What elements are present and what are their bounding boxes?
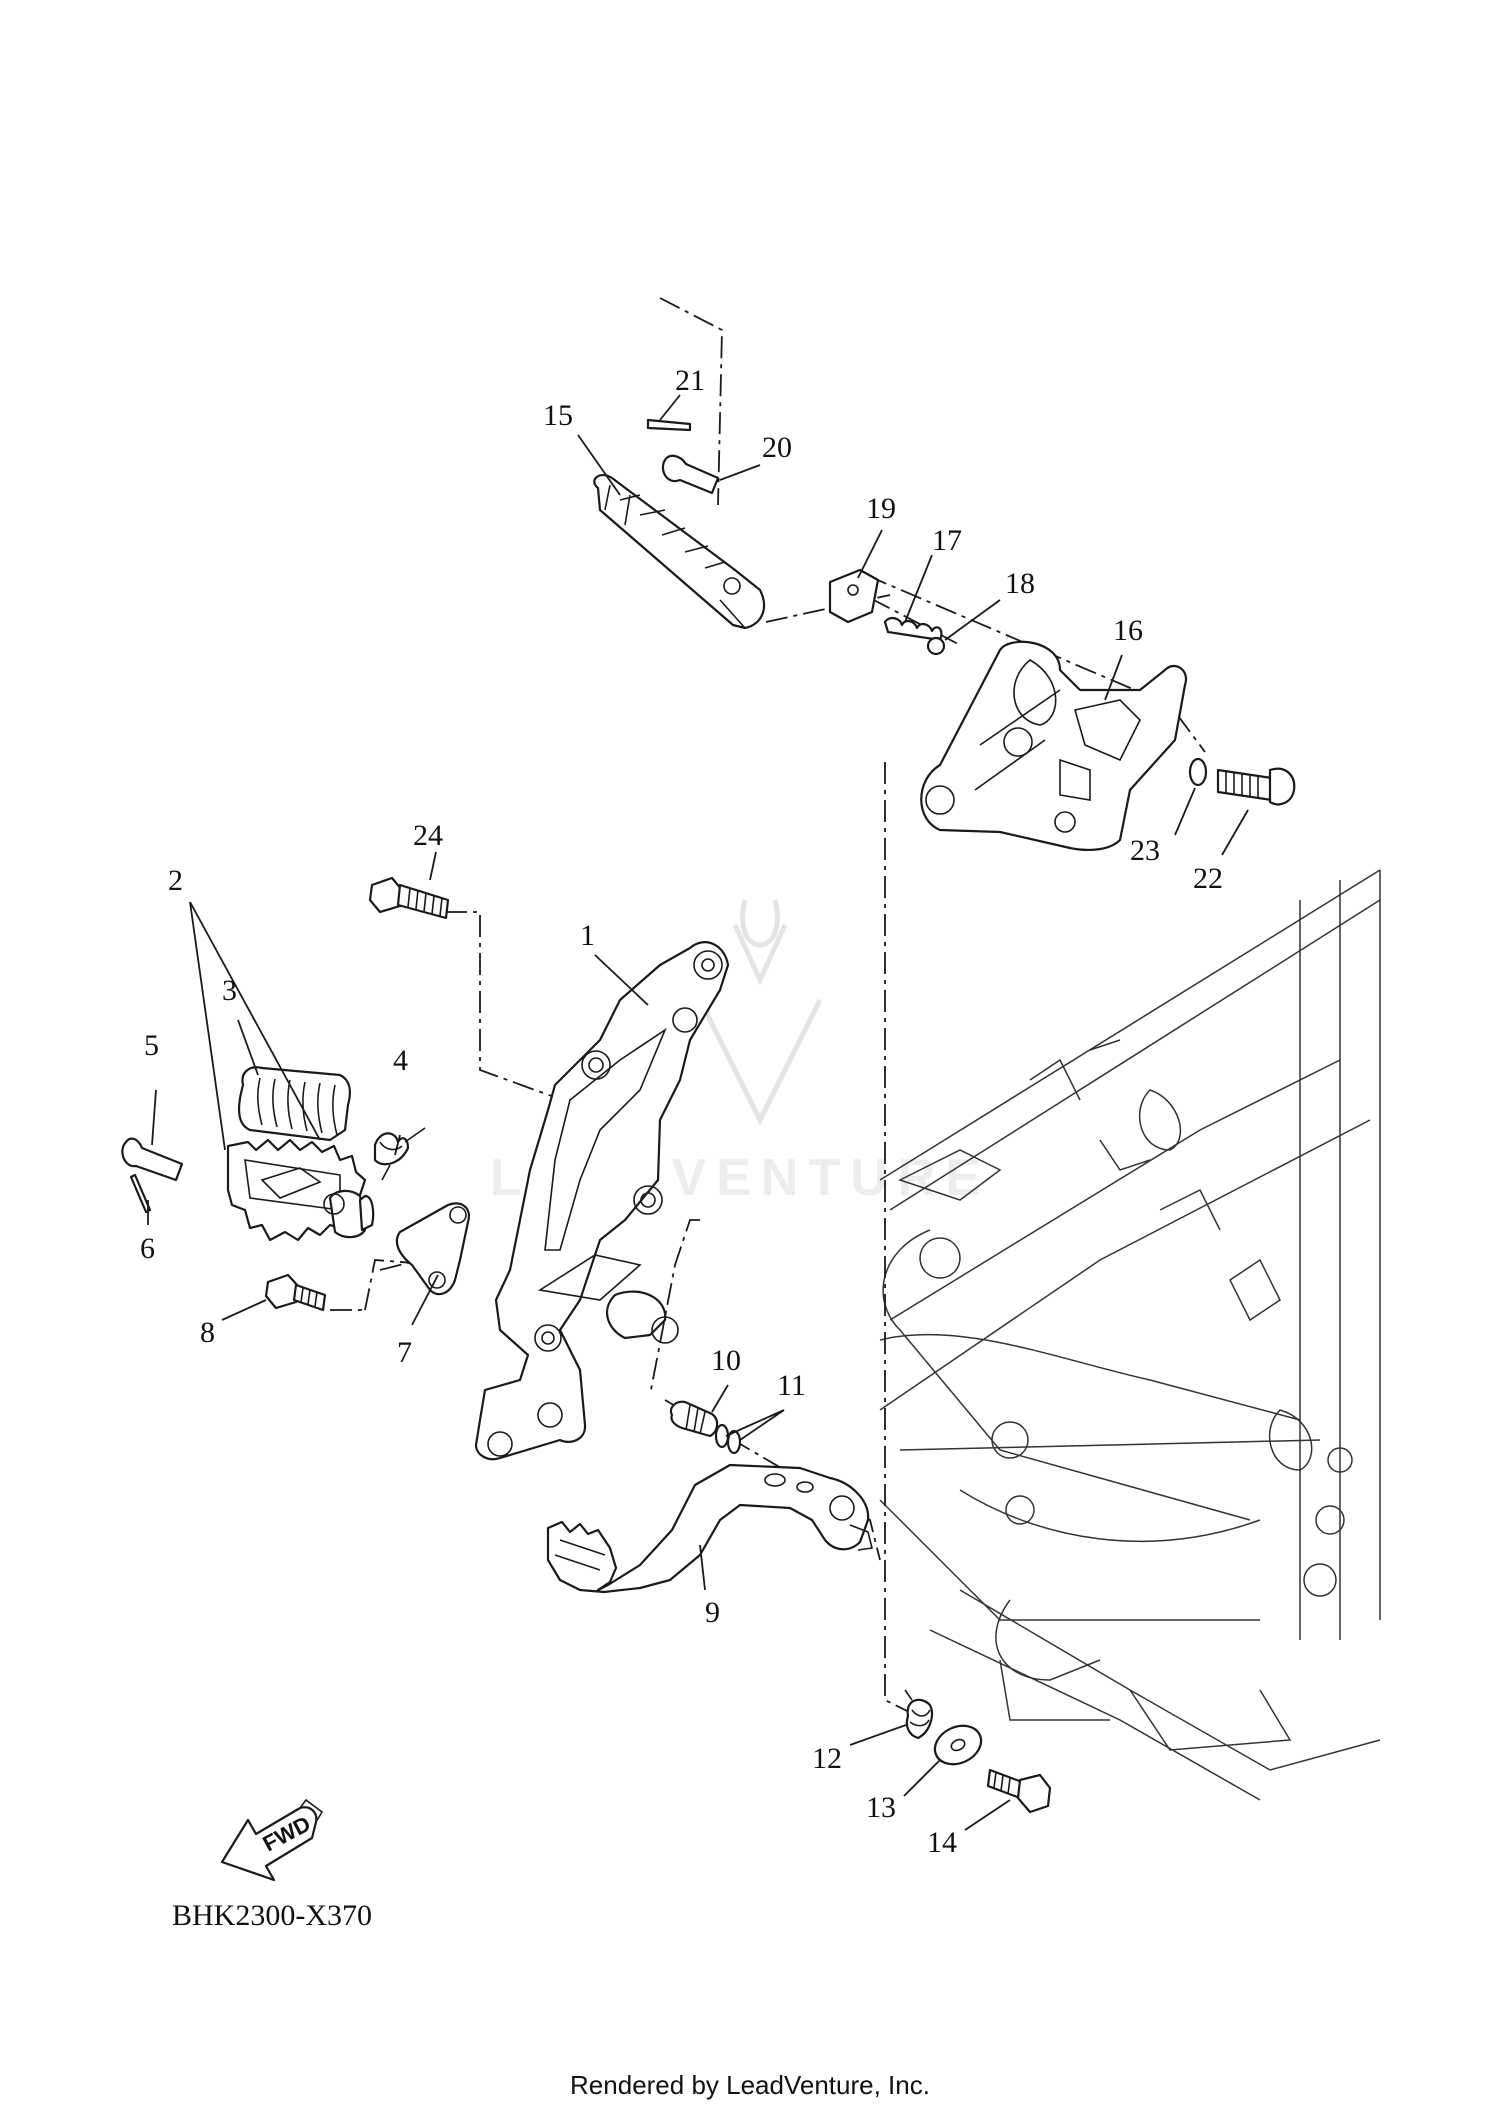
callout-6: 6 (140, 1232, 155, 1265)
callout-9: 9 (705, 1596, 720, 1629)
part-22-bolt (1216, 767, 1296, 806)
callout-12: 12 (812, 1742, 842, 1775)
callout-10: 10 (711, 1344, 741, 1377)
part-21-cotter-pin (646, 418, 692, 432)
part-24-flange-bolt (368, 876, 450, 920)
callout-15: 15 (543, 399, 573, 432)
callout-5: 5 (144, 1029, 159, 1062)
leader-lines (147, 394, 1249, 1831)
callout-20: 20 (762, 431, 792, 464)
part-6-cotter-pin (129, 1173, 152, 1214)
part-12-spring (904, 1689, 934, 1740)
part-13-washer (933, 1724, 983, 1766)
callout-17: 17 (932, 524, 962, 557)
callout-2: 2 (168, 864, 183, 897)
part-18-ball (926, 636, 946, 656)
callout-16: 16 (1113, 614, 1143, 647)
callout-14: 14 (927, 1826, 957, 1859)
callout-13: 13 (866, 1791, 896, 1824)
part-11-o-rings (714, 1423, 742, 1455)
callout-7: 7 (397, 1336, 412, 1369)
motorcycle-frame (879, 869, 1381, 1801)
callout-3: 3 (222, 974, 237, 1007)
part-17-spring (883, 616, 943, 642)
callout-24: 24 (413, 819, 443, 852)
part-20-pin (661, 454, 720, 495)
callout-8: 8 (200, 1316, 215, 1349)
callout-18: 18 (1005, 567, 1035, 600)
part-15-rear-footpeg (593, 473, 766, 630)
callout-1: 1 (580, 919, 595, 952)
part-5-pin (121, 1137, 184, 1182)
callout-4: 4 (393, 1044, 408, 1077)
footer-credit: Rendered by LeadVenture, Inc. (570, 2070, 930, 2100)
part-19-plate (828, 568, 880, 624)
part-23-washer (1188, 757, 1208, 787)
part-4-spring (373, 1127, 426, 1181)
part-10-collar (669, 1400, 719, 1438)
assembly-lines (330, 297, 1206, 1716)
part-9-brake-pedal (546, 1463, 873, 1594)
part-2-footpeg (226, 1138, 375, 1242)
fwd-arrow: FWD (220, 1798, 324, 1882)
callout-22: 22 (1193, 862, 1223, 895)
diagram-code: BHK2300-X370 (172, 1899, 372, 1932)
part-8-bolt (264, 1273, 327, 1312)
callout-21: 21 (675, 364, 705, 397)
part-14-flange-bolt (986, 1768, 1052, 1814)
part-3-footpeg-pad (237, 1066, 351, 1142)
callout-23: 23 (1130, 834, 1160, 867)
part-7-plate (395, 1202, 470, 1296)
callout-11: 11 (777, 1369, 806, 1402)
callouts: 21 15 20 19 17 18 16 23 22 24 1 2 3 4 5 … (140, 364, 1223, 1859)
part-16-rear-footrest-bracket (920, 640, 1188, 851)
callout-19: 19 (866, 492, 896, 525)
part-1-footrest-bracket (474, 941, 730, 1461)
